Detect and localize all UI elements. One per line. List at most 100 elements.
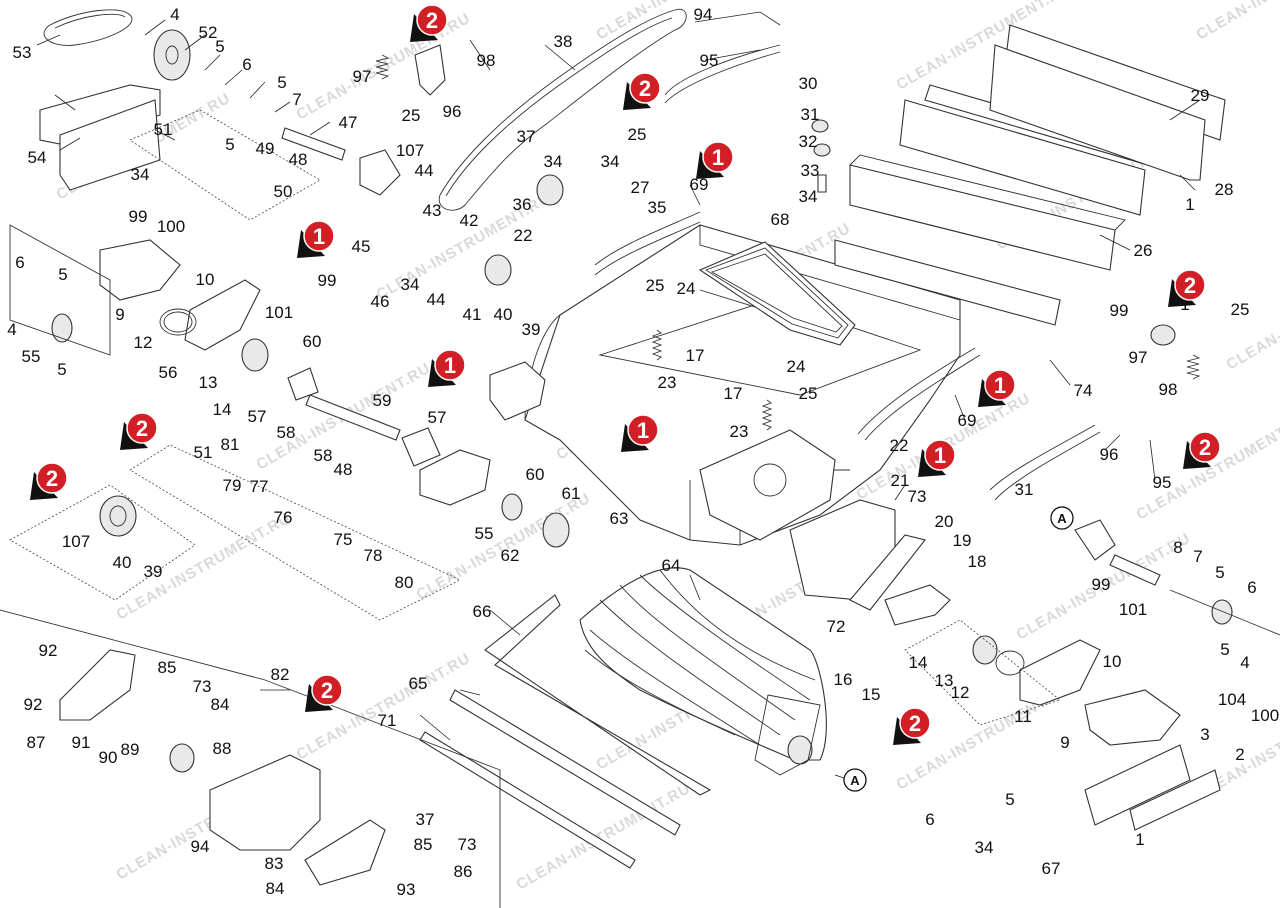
part-callout: 47	[339, 113, 358, 132]
drawing-lines	[0, 8, 1280, 908]
part-callout: 38	[554, 32, 573, 51]
part-callout: 24	[677, 279, 696, 298]
watermark-text: CLEAN-INSTRUMENT.RU	[114, 510, 294, 624]
part-callout: 41	[463, 305, 482, 324]
part-callout: 6	[242, 55, 251, 74]
bracket-54	[39, 84, 161, 146]
part-callout: 25	[1231, 300, 1250, 319]
part-callout: 32	[799, 132, 818, 151]
view-badge-one: 1	[621, 414, 659, 452]
detail-ref-A-2: A	[1050, 506, 1074, 530]
svg-text:2: 2	[321, 678, 333, 703]
part-callout: 29	[1191, 86, 1210, 105]
panel-26	[849, 164, 1116, 271]
plate-86	[59, 649, 136, 721]
part-callout: 48	[289, 150, 308, 169]
part-callout: 93	[397, 880, 416, 899]
part-callout: 73	[908, 487, 927, 506]
part-callout: 5	[58, 265, 67, 284]
part-callout: 13	[935, 671, 954, 690]
part-callout: 57	[428, 408, 447, 427]
blade-66	[484, 594, 712, 796]
watermark-text: CLEAN-INSTRUMENT.RU	[514, 780, 694, 894]
part-callout: 92	[24, 695, 43, 714]
part-callout: 7	[292, 90, 301, 109]
svg-text:2: 2	[1199, 435, 1211, 460]
part-callout: 101	[265, 303, 293, 322]
part-callout: 65	[409, 674, 428, 693]
part-callout: 31	[801, 105, 820, 124]
part-callout: 88	[213, 739, 232, 758]
part-callout: 17	[686, 346, 705, 365]
part-callout: 58	[314, 446, 333, 465]
part-callout: 35	[648, 198, 667, 217]
callout-labels: 1112344455555555666677899101011121213131…	[7, 5, 1279, 899]
part-callout: 51	[154, 120, 173, 139]
part-callout: 25	[646, 276, 665, 295]
part-callout: 24	[787, 357, 806, 376]
part-callout: 18	[968, 552, 987, 571]
part-callout: 5	[1215, 563, 1224, 582]
svg-text:2: 2	[1184, 273, 1196, 298]
part-callout: 54	[28, 148, 47, 167]
part-callout: 80	[395, 573, 414, 592]
part-callout: 6	[15, 253, 24, 272]
part-callout: 34	[975, 838, 994, 857]
part-callout: 84	[266, 879, 285, 898]
part-callout: 39	[144, 562, 163, 581]
part-callout: 71	[378, 711, 397, 730]
part-callout: 30	[799, 74, 818, 93]
part-callout: 10	[196, 270, 215, 289]
part-callout: 37	[416, 810, 435, 829]
part-callout: 36	[513, 195, 532, 214]
part-callout: 25	[402, 106, 421, 125]
svg-text:1: 1	[444, 353, 456, 378]
part-callout: 58	[277, 423, 296, 442]
part-callout: 44	[415, 161, 434, 180]
part-callout: 84	[211, 695, 230, 714]
part-callout: 61	[562, 484, 581, 503]
part-callout: 63	[610, 509, 629, 528]
part-callout: 91	[72, 733, 91, 752]
part-callout: 60	[526, 465, 545, 484]
plate-9-right	[1084, 689, 1181, 746]
part-callout: 107	[62, 532, 90, 551]
part-callout: 37	[517, 127, 536, 146]
part-callout: 13	[199, 373, 218, 392]
shaft-47	[281, 127, 346, 161]
watermark-text: CLEAN-INSTRUMENT.RU	[594, 0, 774, 43]
part-callout: 23	[658, 373, 677, 392]
part-callout: 12	[134, 333, 153, 352]
section-box-80	[129, 444, 461, 621]
section-box-11	[904, 619, 1061, 726]
part-callout: 75	[334, 530, 353, 549]
part-callout: 48	[334, 460, 353, 479]
svg-text:1: 1	[313, 224, 325, 249]
part-callout: 21	[891, 471, 910, 490]
part-callout: 45	[352, 237, 371, 256]
part-callout: 68	[771, 210, 790, 229]
part-callout: 43	[423, 201, 442, 220]
main-housing	[489, 224, 961, 546]
part-callout: 81	[221, 435, 240, 454]
part-callout: 4	[1240, 653, 1249, 672]
part-callout: 59	[373, 391, 392, 410]
part-callout: 55	[475, 524, 494, 543]
part-callout: 14	[909, 653, 928, 672]
view-badge-one: 1	[428, 349, 466, 387]
part-callout: 16	[834, 670, 853, 689]
part-callout: 39	[522, 320, 541, 339]
part-callout: 101	[1119, 600, 1147, 619]
part-callout: 77	[250, 477, 269, 496]
part-callout: 99	[1110, 301, 1129, 320]
part-callout: 44	[427, 290, 446, 309]
part-callout: 57	[248, 407, 267, 426]
detail-ref-label: A	[1057, 511, 1067, 526]
part-callout: 67	[1042, 859, 1061, 878]
plate-11	[1019, 639, 1101, 706]
part-callout: 104	[1218, 690, 1246, 709]
part-callout: 25	[799, 384, 818, 403]
part-callout: 94	[191, 837, 210, 856]
